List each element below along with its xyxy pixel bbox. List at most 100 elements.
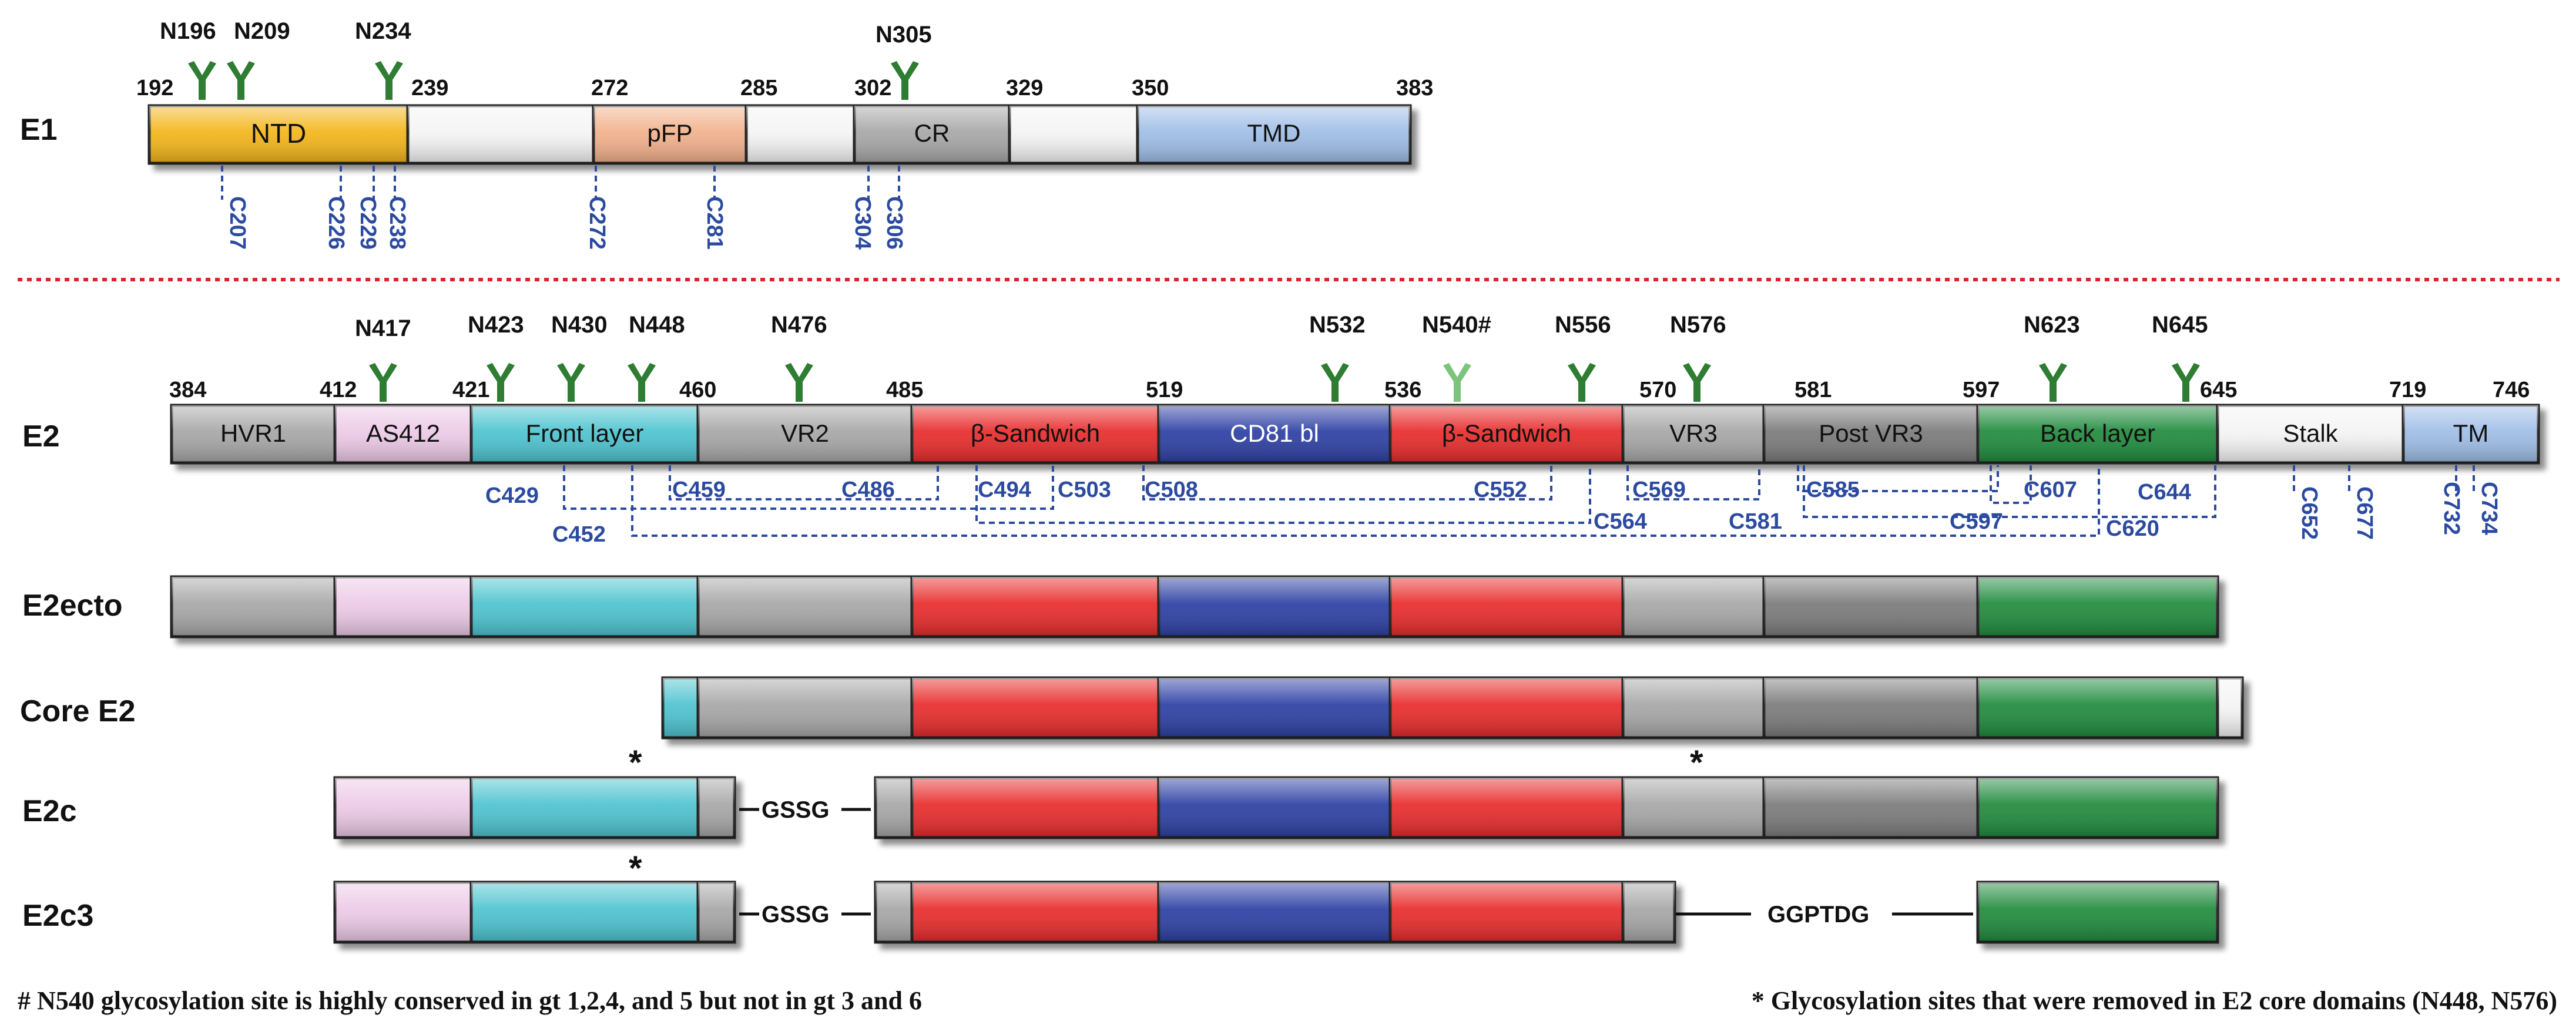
e2-position: 485 (886, 378, 923, 402)
glycan-icon (1683, 363, 1711, 402)
segment-cd81bl (1157, 881, 1392, 944)
segment-back-layer (1976, 676, 2219, 740)
construct-label: Core E2 (20, 694, 136, 728)
e2-section: E2 N417 N423 N430 N448 N476 N532 N540# N… (22, 312, 2540, 547)
segment-vr2 (696, 676, 914, 740)
core-e2-construct: Core E2 (20, 676, 2244, 740)
e2c3-bar-middle (874, 881, 1676, 944)
disulfide-c585-c607 (1797, 465, 1999, 492)
removed-glycan-asterisk: * (629, 849, 642, 888)
e2-glycan-label: N645 (2152, 312, 2208, 338)
segment-beta-sandwich (910, 575, 1160, 639)
removed-glycan-asterisk: * (629, 744, 642, 782)
e1-domain-linker (744, 104, 856, 165)
glycan-icon (487, 363, 515, 402)
e2-domain-vr3 (1621, 404, 1766, 465)
disulfide-c452-c620 (631, 465, 2100, 537)
removed-glycan-asterisk: * (1690, 744, 1703, 782)
segment-as412 (333, 575, 473, 639)
e1-glycan-label: N209 (234, 18, 290, 44)
cysteine-label: C304 (850, 196, 875, 250)
e2-domain-label: Post VR3 (1819, 419, 1923, 447)
e1-position: 192 (136, 76, 173, 100)
glycan-icon (375, 61, 403, 100)
e1-domain-label: NTD (251, 118, 307, 149)
footnote-n540: # N540 glycosylation site is highly cons… (18, 986, 922, 1015)
e2-position: 719 (2389, 378, 2426, 402)
e2-domain-hvr1 (170, 404, 337, 465)
e2-domain-label: VR2 (781, 419, 829, 447)
segment-beta-sandwich (1388, 776, 1625, 839)
segment-stalk-fragment (2216, 676, 2244, 740)
e2-domain-label: β-Sandwich (971, 419, 1100, 447)
cysteine-label: C607 (2024, 478, 2077, 502)
segment-beta-sandwich (910, 881, 1160, 944)
e2-position: 597 (1963, 378, 2000, 402)
e1-domain-linker (1008, 104, 1139, 165)
cysteine-label: C581 (1729, 509, 1782, 534)
e2-domain-post-vr3 (1762, 404, 1980, 465)
e2-glycan-label: N430 (551, 312, 608, 338)
e2-position: 384 (169, 378, 206, 402)
cysteine-label: C564 (1594, 509, 1647, 534)
glycan-icon (2172, 363, 2200, 402)
cysteine-label: C238 (385, 196, 410, 250)
cysteine-label: C452 (552, 522, 606, 547)
segment-vr2 (696, 575, 914, 639)
construct-label: E2ecto (22, 589, 123, 623)
e2-position: 536 (1384, 378, 1421, 402)
e1-position: 329 (1006, 76, 1043, 100)
segment-back-layer (1976, 881, 2219, 944)
e2-glycan-label: N423 (468, 312, 524, 338)
e2-domain-label: β-Sandwich (1442, 419, 1571, 447)
segment-vr3 (1621, 776, 1766, 839)
e1-glycan-label: N305 (876, 22, 932, 48)
segment-cd81bl (1157, 575, 1392, 639)
core-e2-bar (661, 676, 2244, 740)
construct-label: E2c (22, 794, 77, 828)
e2-domain-label: TM (2453, 419, 2489, 447)
cysteine-label: C229 (355, 196, 380, 250)
segment-vr3 (1621, 676, 1766, 740)
e1-position: 302 (854, 76, 891, 100)
e2ecto-bar (170, 575, 2219, 639)
e2-position: 421 (452, 378, 489, 402)
cysteine-label: C272 (585, 196, 609, 250)
e1-position: 383 (1396, 76, 1433, 100)
e2-position: 581 (1795, 378, 1832, 402)
cysteine-label: C429 (485, 483, 539, 508)
glycan-icon (785, 363, 813, 402)
e2-position: 412 (320, 378, 357, 402)
cysteine-label: C486 (841, 478, 895, 502)
e2-glycan-label: N476 (771, 312, 827, 338)
e1-glycan-label: N196 (160, 18, 216, 44)
e1-domain-pfp (592, 104, 748, 165)
segment-beta-sandwich (1388, 676, 1625, 740)
e2-glycan-label: N532 (1309, 312, 1366, 338)
disulfide-c569-c597 (1626, 465, 1760, 500)
footnote-removed-glycans: * Glycosylation sites that were removed … (1752, 986, 2557, 1015)
glycan-icon (369, 363, 397, 402)
e1-row-label: E1 (20, 113, 58, 147)
cysteine-label: C597 (1950, 509, 2003, 534)
e2-domain-bar (170, 404, 2540, 465)
glycan-icon (227, 61, 255, 100)
linker-ggptdg: GGPTDG (1767, 902, 1869, 928)
e2-domain-label: AS412 (366, 419, 440, 447)
e2-position: 645 (2200, 378, 2237, 402)
disulfide-c494-c564 (975, 465, 1591, 524)
cysteine-label: C732 (2439, 482, 2464, 535)
e2c-construct: E2c * * GSSG (22, 744, 2219, 839)
e1-domain-ntd (147, 104, 410, 165)
e2c3-bar-left (333, 881, 736, 944)
segment-as412 (333, 776, 473, 839)
e2c3-bar-right (1976, 881, 2219, 944)
segment-vr2-fragment (696, 776, 736, 839)
e1-position: 285 (740, 76, 777, 100)
e2-domain-tm (2401, 404, 2540, 465)
e2-position: 570 (1639, 378, 1676, 402)
cysteine-label: C508 (1145, 478, 1198, 502)
glycan-icon (1321, 363, 1349, 402)
cysteine-label: C494 (978, 478, 1031, 502)
segment-beta-sandwich (910, 776, 1160, 839)
